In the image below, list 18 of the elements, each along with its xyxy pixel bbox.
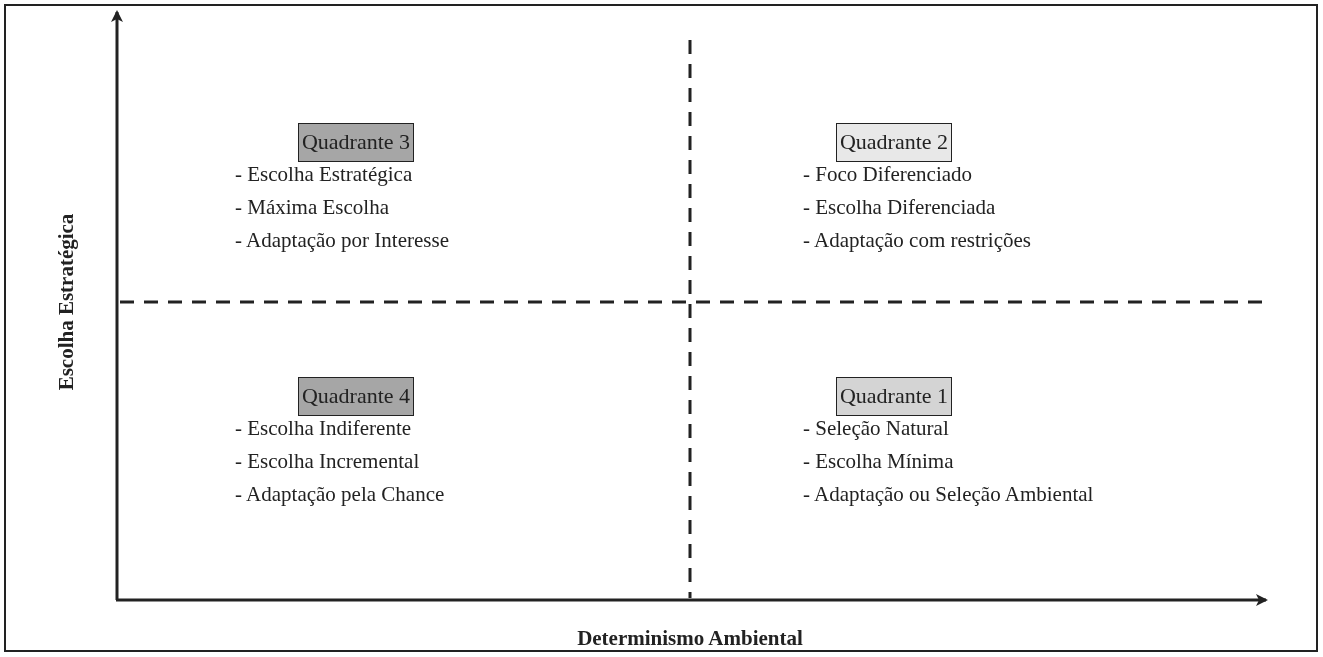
- list-item: - Foco Diferenciado: [803, 161, 973, 187]
- quadrant-label-box: Quadrante 3: [298, 123, 414, 162]
- list-item: - Seleção Natural: [803, 415, 949, 441]
- quadrant-label-box: Quadrante 1: [836, 377, 952, 416]
- list-item: - Escolha Indiferente: [235, 415, 412, 441]
- list-item: - Adaptação pela Chance: [235, 481, 445, 507]
- list-item: - Adaptação ou Seleção Ambiental: [803, 481, 1094, 507]
- list-item: - Escolha Estratégica: [235, 161, 413, 187]
- list-item: - Escolha Incremental: [235, 448, 420, 474]
- list-item: - Escolha Mínima: [803, 448, 954, 474]
- list-item: - Adaptação com restrições: [803, 227, 1031, 253]
- quadrant-label-box: Quadrante 2: [836, 123, 952, 162]
- list-item: - Escolha Diferenciada: [803, 194, 996, 220]
- axis-title: Determinismo Ambiental: [577, 625, 803, 651]
- list-item: - Máxima Escolha: [235, 194, 389, 220]
- axis-title: Escolha Estratégica: [53, 213, 79, 391]
- list-item: - Adaptação por Interesse: [235, 227, 449, 253]
- quadrant-label-box: Quadrante 4: [298, 377, 414, 416]
